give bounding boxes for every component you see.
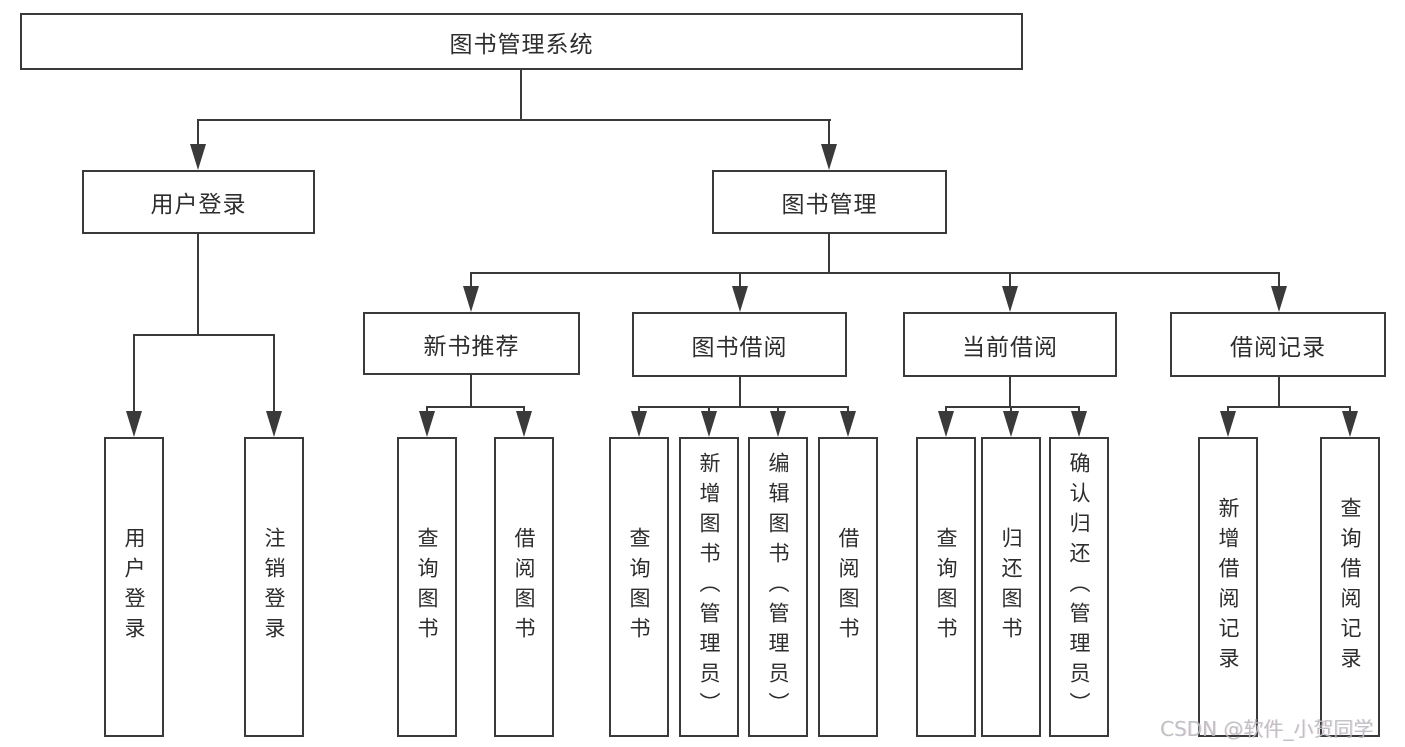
connector-book-mgmt-hbar xyxy=(470,272,1280,274)
connector-current-down xyxy=(1009,377,1011,408)
leaf-label: 借阅图书 xyxy=(512,527,536,647)
leaf-search-book-current: 查询图书 xyxy=(916,437,976,737)
connector-current-hbar xyxy=(946,406,1080,408)
connector-leaf-stem xyxy=(1010,406,1012,414)
leaf-edit-book-admin: 编辑图书（管理员） xyxy=(748,437,808,737)
connector-leaf-stem xyxy=(523,406,525,414)
arrowhead-down-icon xyxy=(1071,411,1087,437)
node-label: 图书管理系统 xyxy=(449,31,594,58)
csdn-watermark: CSDN @软件_小贺同学 xyxy=(1160,717,1374,741)
connector-root-hbar xyxy=(197,119,831,121)
leaf-label: 查询图书 xyxy=(934,527,958,647)
node-book-borrow: 图书借阅 xyxy=(632,312,847,377)
arrowhead-down-icon xyxy=(463,286,479,312)
connector-records-down xyxy=(1278,377,1280,408)
node-user-login: 用户登录 xyxy=(82,170,315,234)
connector-leaf-stem xyxy=(847,406,849,414)
arrowhead-down-icon xyxy=(938,411,954,437)
node-label: 当前借阅 xyxy=(962,334,1058,361)
arrowhead-down-icon xyxy=(732,286,748,312)
arrowhead-down-icon xyxy=(631,411,647,437)
arrowhead-down-icon xyxy=(266,411,282,437)
node-book-management-system: 图书管理系统 xyxy=(20,13,1023,70)
leaf-confirm-return-admin: 确认归还（管理员） xyxy=(1049,437,1109,737)
leaf-label: 确认归还（管理员） xyxy=(1067,452,1091,722)
leaf-label: 用户登录 xyxy=(122,527,146,647)
connector-l3-stem xyxy=(1278,272,1280,288)
connector-leaf-stem xyxy=(638,406,640,414)
leaf-label: 注销登录 xyxy=(262,527,286,647)
leaf-search-book-borrow: 查询图书 xyxy=(609,437,669,737)
leaf-return-book: 归还图书 xyxy=(981,437,1041,737)
connector-book-mgmt-stem xyxy=(828,119,830,147)
leaf-label: 新增图书（管理员） xyxy=(697,452,721,722)
connector-records-hbar xyxy=(1228,406,1351,408)
node-current-borrow: 当前借阅 xyxy=(903,312,1117,377)
node-label: 用户登录 xyxy=(150,192,247,218)
connector-user-login-down xyxy=(197,234,199,336)
arrowhead-down-icon xyxy=(419,411,435,437)
leaf-borrow-book-recommend: 借阅图书 xyxy=(494,437,554,737)
node-label: 新书推荐 xyxy=(423,333,520,360)
arrowhead-down-icon xyxy=(840,411,856,437)
connector-l3-stem xyxy=(470,272,472,288)
leaf-label: 新增借阅记录 xyxy=(1216,497,1240,677)
connector-user-login-stem xyxy=(197,119,199,147)
connector-recommend-hbar xyxy=(427,406,525,408)
node-label: 借阅记录 xyxy=(1230,334,1326,361)
leaf-add-book-admin: 新增图书（管理员） xyxy=(679,437,739,737)
connector-book-mgmt-down xyxy=(828,234,830,274)
arrowhead-down-icon xyxy=(1002,286,1018,312)
node-book-management: 图书管理 xyxy=(712,170,947,234)
leaf-search-book-recommend: 查询图书 xyxy=(397,437,457,737)
connector-user-login-hbar xyxy=(133,334,275,336)
connector-borrow-hbar xyxy=(639,406,849,408)
leaf-label: 查询图书 xyxy=(627,527,651,647)
connector-leaf-stem xyxy=(708,406,710,414)
leaf-add-borrow-record: 新增借阅记录 xyxy=(1198,437,1258,737)
arrowhead-down-icon xyxy=(126,411,142,437)
arrowhead-down-icon xyxy=(1220,411,1236,437)
connector-l3-stem xyxy=(1009,272,1011,288)
arrowhead-down-icon xyxy=(190,144,206,170)
leaf-user-login: 用户登录 xyxy=(104,437,164,737)
node-borrow-records: 借阅记录 xyxy=(1170,312,1386,377)
leaf-label: 查询图书 xyxy=(415,527,439,647)
arrowhead-down-icon xyxy=(770,411,786,437)
leaf-logout: 注销登录 xyxy=(244,437,304,737)
connector-leaf-stem xyxy=(1349,406,1351,414)
connector-leaf-stem xyxy=(777,406,779,414)
leaf-label: 编辑图书（管理员） xyxy=(766,452,790,722)
arrowhead-down-icon xyxy=(516,411,532,437)
connector-leaf-stem xyxy=(273,334,275,414)
connector-leaf-stem xyxy=(133,334,135,414)
arrowhead-down-icon xyxy=(821,144,837,170)
leaf-label: 查询借阅记录 xyxy=(1338,497,1362,677)
arrowhead-down-icon xyxy=(1003,411,1019,437)
node-label: 图书管理 xyxy=(781,192,878,218)
connector-l3-stem xyxy=(739,272,741,288)
connector-leaf-stem xyxy=(1227,406,1229,414)
arrowhead-down-icon xyxy=(1271,286,1287,312)
node-label: 图书借阅 xyxy=(691,334,788,361)
connector-recommend-down xyxy=(470,375,472,408)
connector-root-stem xyxy=(520,70,522,120)
leaf-label: 归还图书 xyxy=(999,527,1023,647)
connector-leaf-stem xyxy=(945,406,947,414)
arrowhead-down-icon xyxy=(701,411,717,437)
node-new-book-recommend: 新书推荐 xyxy=(363,312,580,375)
connector-borrow-down xyxy=(739,377,741,408)
connector-leaf-stem xyxy=(1078,406,1080,414)
leaf-label: 借阅图书 xyxy=(836,527,860,647)
leaf-borrow-book: 借阅图书 xyxy=(818,437,878,737)
arrowhead-down-icon xyxy=(1342,411,1358,437)
connector-leaf-stem xyxy=(426,406,428,414)
leaf-search-borrow-record: 查询借阅记录 xyxy=(1320,437,1380,737)
